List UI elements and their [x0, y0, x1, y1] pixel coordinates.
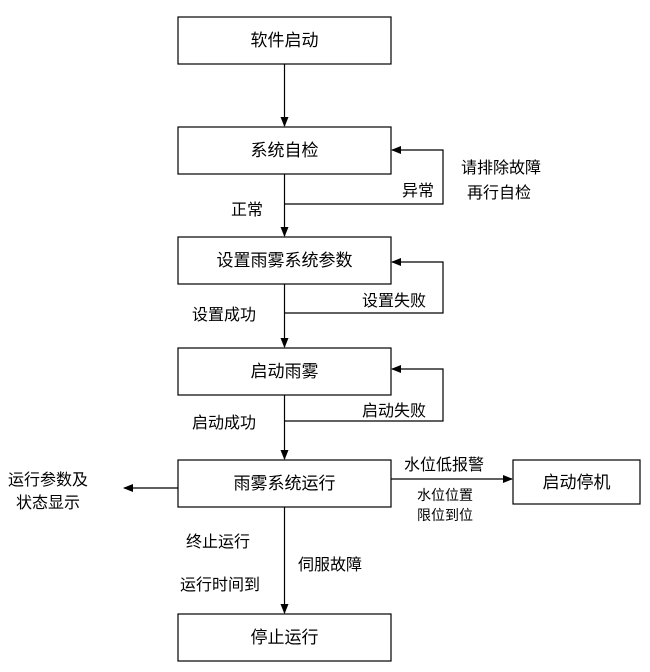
label-start-success: 启动成功 — [192, 413, 256, 432]
label-set-success: 设置成功 — [192, 305, 256, 324]
loop-self-check-abnormal — [284, 146, 444, 205]
node-fog-running: 雨雾系统运行 — [177, 459, 392, 508]
node-set-params-label: 设置雨雾系统参数 — [217, 251, 353, 271]
node-software-start-label: 软件启动 — [251, 31, 319, 51]
node-software-start: 软件启动 — [177, 16, 392, 65]
loop-start-fog-fail — [284, 365, 444, 422]
label-normal: 正常 — [231, 200, 263, 219]
node-start-fog: 启动雨雾 — [177, 347, 392, 396]
node-start-fog-label: 启动雨雾 — [251, 362, 319, 382]
label-recheck-line2: 再行自检 — [467, 183, 531, 202]
label-display-line1: 运行参数及 — [8, 470, 88, 489]
label-servo-fault: 伺服故障 — [298, 555, 362, 574]
label-recheck-line1: 请排除故障 — [461, 158, 541, 177]
node-fog-running-label: 雨雾系统运行 — [234, 474, 336, 494]
node-set-params: 设置雨雾系统参数 — [177, 236, 392, 285]
node-shutdown: 启动停机 — [512, 459, 641, 505]
label-display-line2: 状态显示 — [16, 493, 80, 512]
label-water-limit-line1: 水位位置 — [417, 488, 473, 504]
node-stop: 停止运行 — [177, 613, 392, 662]
node-self-check: 系统自检 — [177, 126, 392, 175]
label-low-water-alarm: 水位低报警 — [404, 455, 484, 474]
node-stop-label: 停止运行 — [251, 628, 319, 648]
node-shutdown-label: 启动停机 — [543, 473, 611, 493]
loop-set-params-fail — [284, 258, 444, 314]
label-water-limit-line2: 限位到位 — [417, 508, 473, 524]
node-self-check-label: 系统自检 — [251, 141, 319, 161]
label-terminate: 终止运行 — [186, 532, 250, 551]
label-start-fail: 启动失败 — [362, 401, 426, 420]
label-time-up: 运行时间到 — [180, 575, 260, 594]
label-abnormal: 异常 — [402, 181, 434, 200]
label-set-fail: 设置失败 — [362, 291, 426, 310]
